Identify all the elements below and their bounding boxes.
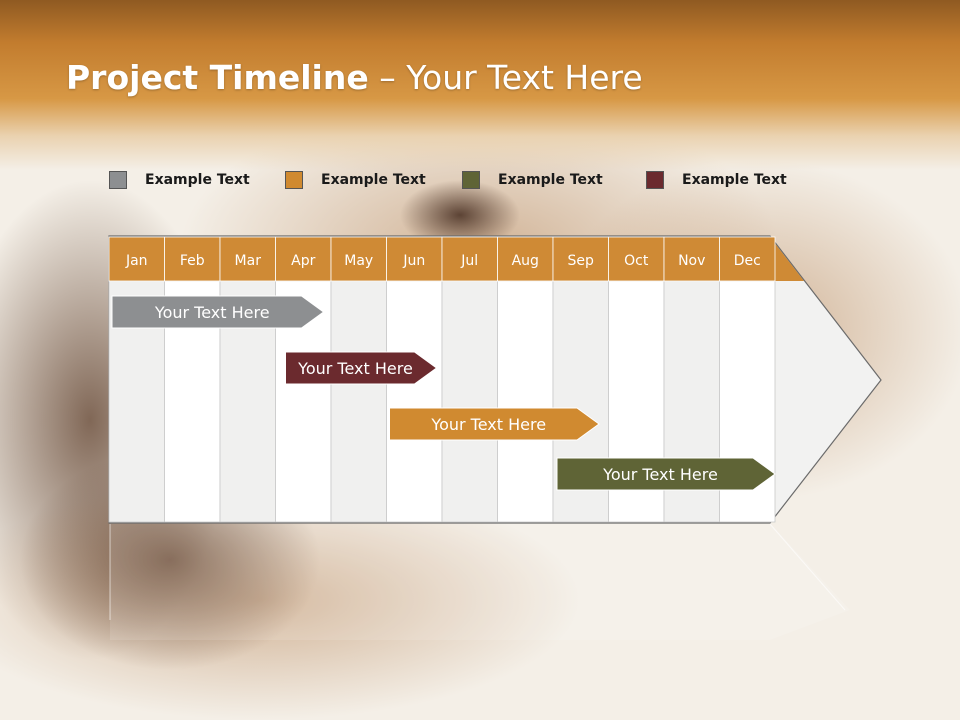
month-label-dec: Dec	[734, 253, 761, 269]
month-label-jan: Jan	[125, 253, 148, 269]
title-bold: Project Timeline	[66, 58, 369, 97]
legend-label: Example Text	[682, 172, 787, 188]
task-bar-arrow[interactable]	[285, 351, 438, 385]
month-column	[330, 280, 387, 523]
task-bar-arrow[interactable]	[389, 407, 600, 441]
task-bar-3[interactable]: Your Text Here	[389, 407, 600, 441]
reflection-line	[769, 523, 846, 611]
month-label-oct: Oct	[624, 253, 649, 269]
month-header-cell	[608, 236, 665, 282]
month-label-aug: Aug	[512, 253, 539, 269]
month-label-jun: Jun	[402, 253, 425, 269]
title-bar	[0, 0, 960, 170]
month-header-cell	[108, 236, 165, 282]
legend-label: Example Text	[321, 172, 426, 188]
month-column	[497, 280, 554, 523]
month-label-jul: Jul	[460, 253, 478, 269]
month-header-cell	[719, 236, 776, 282]
task-bar-arrow[interactable]	[556, 457, 776, 491]
legend-item-orange: Example Text	[285, 170, 426, 190]
task-bar-1[interactable]: Your Text Here	[111, 295, 325, 329]
title-subtitle: – Your Text Here	[368, 58, 643, 97]
month-header-cell	[663, 236, 720, 282]
month-header-cell	[164, 236, 221, 282]
timeline-arrow-tip-header	[770, 237, 804, 281]
month-label-may: May	[344, 253, 373, 269]
task-bar-2[interactable]: Your Text Here	[285, 351, 438, 385]
timeline-reflection	[110, 523, 850, 640]
month-header-cell	[330, 236, 387, 282]
legend-label: Example Text	[498, 172, 603, 188]
legend-label: Example Text	[145, 172, 250, 188]
legend-item-maroon: Example Text	[646, 170, 787, 190]
month-label-nov: Nov	[678, 253, 705, 269]
slide-title: Project Timeline – Your Text Here	[66, 58, 643, 97]
legend-swatch	[462, 171, 480, 189]
month-label-feb: Feb	[180, 253, 205, 269]
month-column	[386, 280, 443, 523]
month-label-apr: Apr	[291, 253, 315, 269]
month-label-sep: Sep	[568, 253, 595, 269]
legend-item-gray: Example Text	[109, 170, 250, 190]
month-header-cell	[275, 236, 332, 282]
legend-swatch	[285, 171, 303, 189]
task-bar-label: Your Text Here	[602, 465, 718, 484]
task-bar-label: Your Text Here	[154, 303, 270, 322]
month-header-cell	[497, 236, 554, 282]
legend-item-olive: Example Text	[462, 170, 603, 190]
task-bar-label: Your Text Here	[430, 415, 546, 434]
task-bar-label: Your Text Here	[297, 359, 413, 378]
task-bar-4[interactable]: Your Text Here	[556, 457, 776, 491]
month-column	[441, 280, 498, 523]
legend-swatch	[109, 171, 127, 189]
month-label-mar: Mar	[235, 253, 262, 269]
task-bar-arrow[interactable]	[111, 295, 325, 329]
month-header-cell	[386, 236, 443, 282]
legend-swatch	[646, 171, 664, 189]
